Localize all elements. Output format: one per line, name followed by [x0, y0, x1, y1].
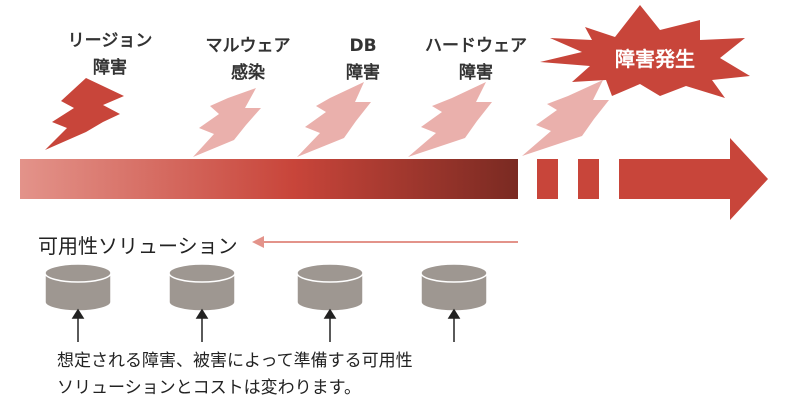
event-label-hardware: ハードウェア 障害 [416, 33, 536, 87]
lightning-icon [408, 82, 492, 157]
timeline-arrow [619, 138, 768, 220]
footnote-line: 想定される障害、被害によって準備する可用性 [57, 351, 413, 371]
footnote-line: ソリューションとコストは変わります。 [57, 378, 361, 398]
up-arrow-icon [71, 308, 85, 342]
lightning-icon [522, 80, 609, 156]
database-icon [168, 263, 236, 312]
database-icon [44, 263, 112, 312]
timeline-bar [20, 159, 518, 199]
solutions-title: 可用性ソリューション [38, 234, 238, 258]
event-label-line: マルウェア [205, 36, 291, 56]
database-icon [420, 263, 488, 312]
event-label-line: 障害 [346, 63, 380, 83]
timeline-gap-segment [578, 159, 599, 199]
lightning-icon [193, 88, 261, 157]
event-label-malware: マルウェア 感染 [193, 33, 303, 87]
lightning-icon [297, 82, 371, 157]
event-label-region: リージョン 障害 [55, 28, 165, 82]
up-arrow-icon [195, 308, 209, 342]
event-label-line: 障害 [459, 63, 493, 83]
up-arrow-icon [323, 308, 337, 342]
outage-label: 障害発生 [615, 47, 695, 71]
database-icon [296, 263, 364, 312]
lightning-icon [45, 78, 124, 150]
event-label-line: リージョン [67, 31, 153, 51]
event-label-line: ハードウェア [425, 36, 527, 56]
outage-burst-icon [540, 5, 750, 98]
timeline-gap-segment [537, 159, 558, 199]
event-label-line: 感染 [231, 63, 265, 83]
solution-arrow [252, 236, 518, 248]
event-label-line: DB [349, 36, 377, 56]
event-label-line: 障害 [93, 58, 127, 78]
up-arrow-icon [447, 308, 461, 342]
footnote: 想定される障害、被害によって準備する可用性 ソリューションとコストは変わります。 [57, 348, 413, 402]
event-label-db: DB 障害 [308, 33, 418, 87]
